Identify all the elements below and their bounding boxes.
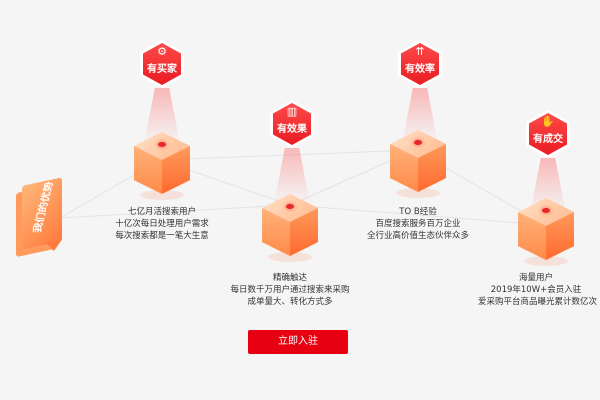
cube-deals [518,198,574,266]
handshake-icon: ✋ [541,115,555,128]
caption-line: 全行业高价值生态伙伴众多 [366,231,469,241]
bar-chart-icon: ▥ [286,105,298,118]
caption-line: 精确触达 [272,273,307,283]
arrows-up-icon: ⇈ [415,45,425,58]
caption-line: 2019年10W+会员入驻 [490,285,582,295]
caption-effect: 精确触达 每日数千万用户通过搜索来采购 成单量大、转化方式多 [226,272,354,308]
caption-buyers: 七亿月活搜索用户 十亿次每日处理用户需求 每次搜索都是一笔大生意 [100,206,224,242]
caption-line: 爱采购平台商品曝光累计数亿次 [478,297,598,307]
caption-efficiency: TO B经验 百度搜索服务百万企业 全行业高价值生态伙伴众多 [354,206,482,242]
bubble-tail [46,239,62,253]
cube-efficiency [390,130,446,198]
join-now-button[interactable]: 立即入驻 [248,330,348,354]
badge-label: 有效率 [405,64,435,75]
badge-label: 有效果 [277,124,307,135]
caption-line: TO B经验 [399,207,437,217]
badge-deals: ✋ 有成交 [526,110,570,158]
badge-label: 有买家 [147,64,177,75]
badge-buyers: ⚙ 有买家 [140,40,184,88]
badge-label: 有成交 [533,134,563,145]
gear-icon: ⚙ [157,45,167,58]
caption-line: 每日数千万用户通过搜索来采购 [230,285,350,295]
cube-effect [262,194,318,262]
badge-efficiency: ⇈ 有效率 [398,40,442,88]
cube-buyers [134,132,190,200]
badge-effect: ▥ 有效果 [270,100,314,148]
intro-bubble-badge: 我们的优势 [16,177,64,259]
caption-line: 七亿月活搜索用户 [127,207,196,217]
caption-line: 十亿次每日处理用户需求 [115,219,209,229]
caption-line: 成单量大、转化方式多 [247,297,333,307]
caption-deals: 海量用户 2019年10W+会员入驻 爱采购平台商品曝光累计数亿次 [478,272,598,308]
caption-line: 每次搜索都是一笔大生意 [115,231,209,241]
caption-line: 百度搜索服务百万企业 [375,219,461,229]
caption-line: 海量用户 [518,273,553,283]
